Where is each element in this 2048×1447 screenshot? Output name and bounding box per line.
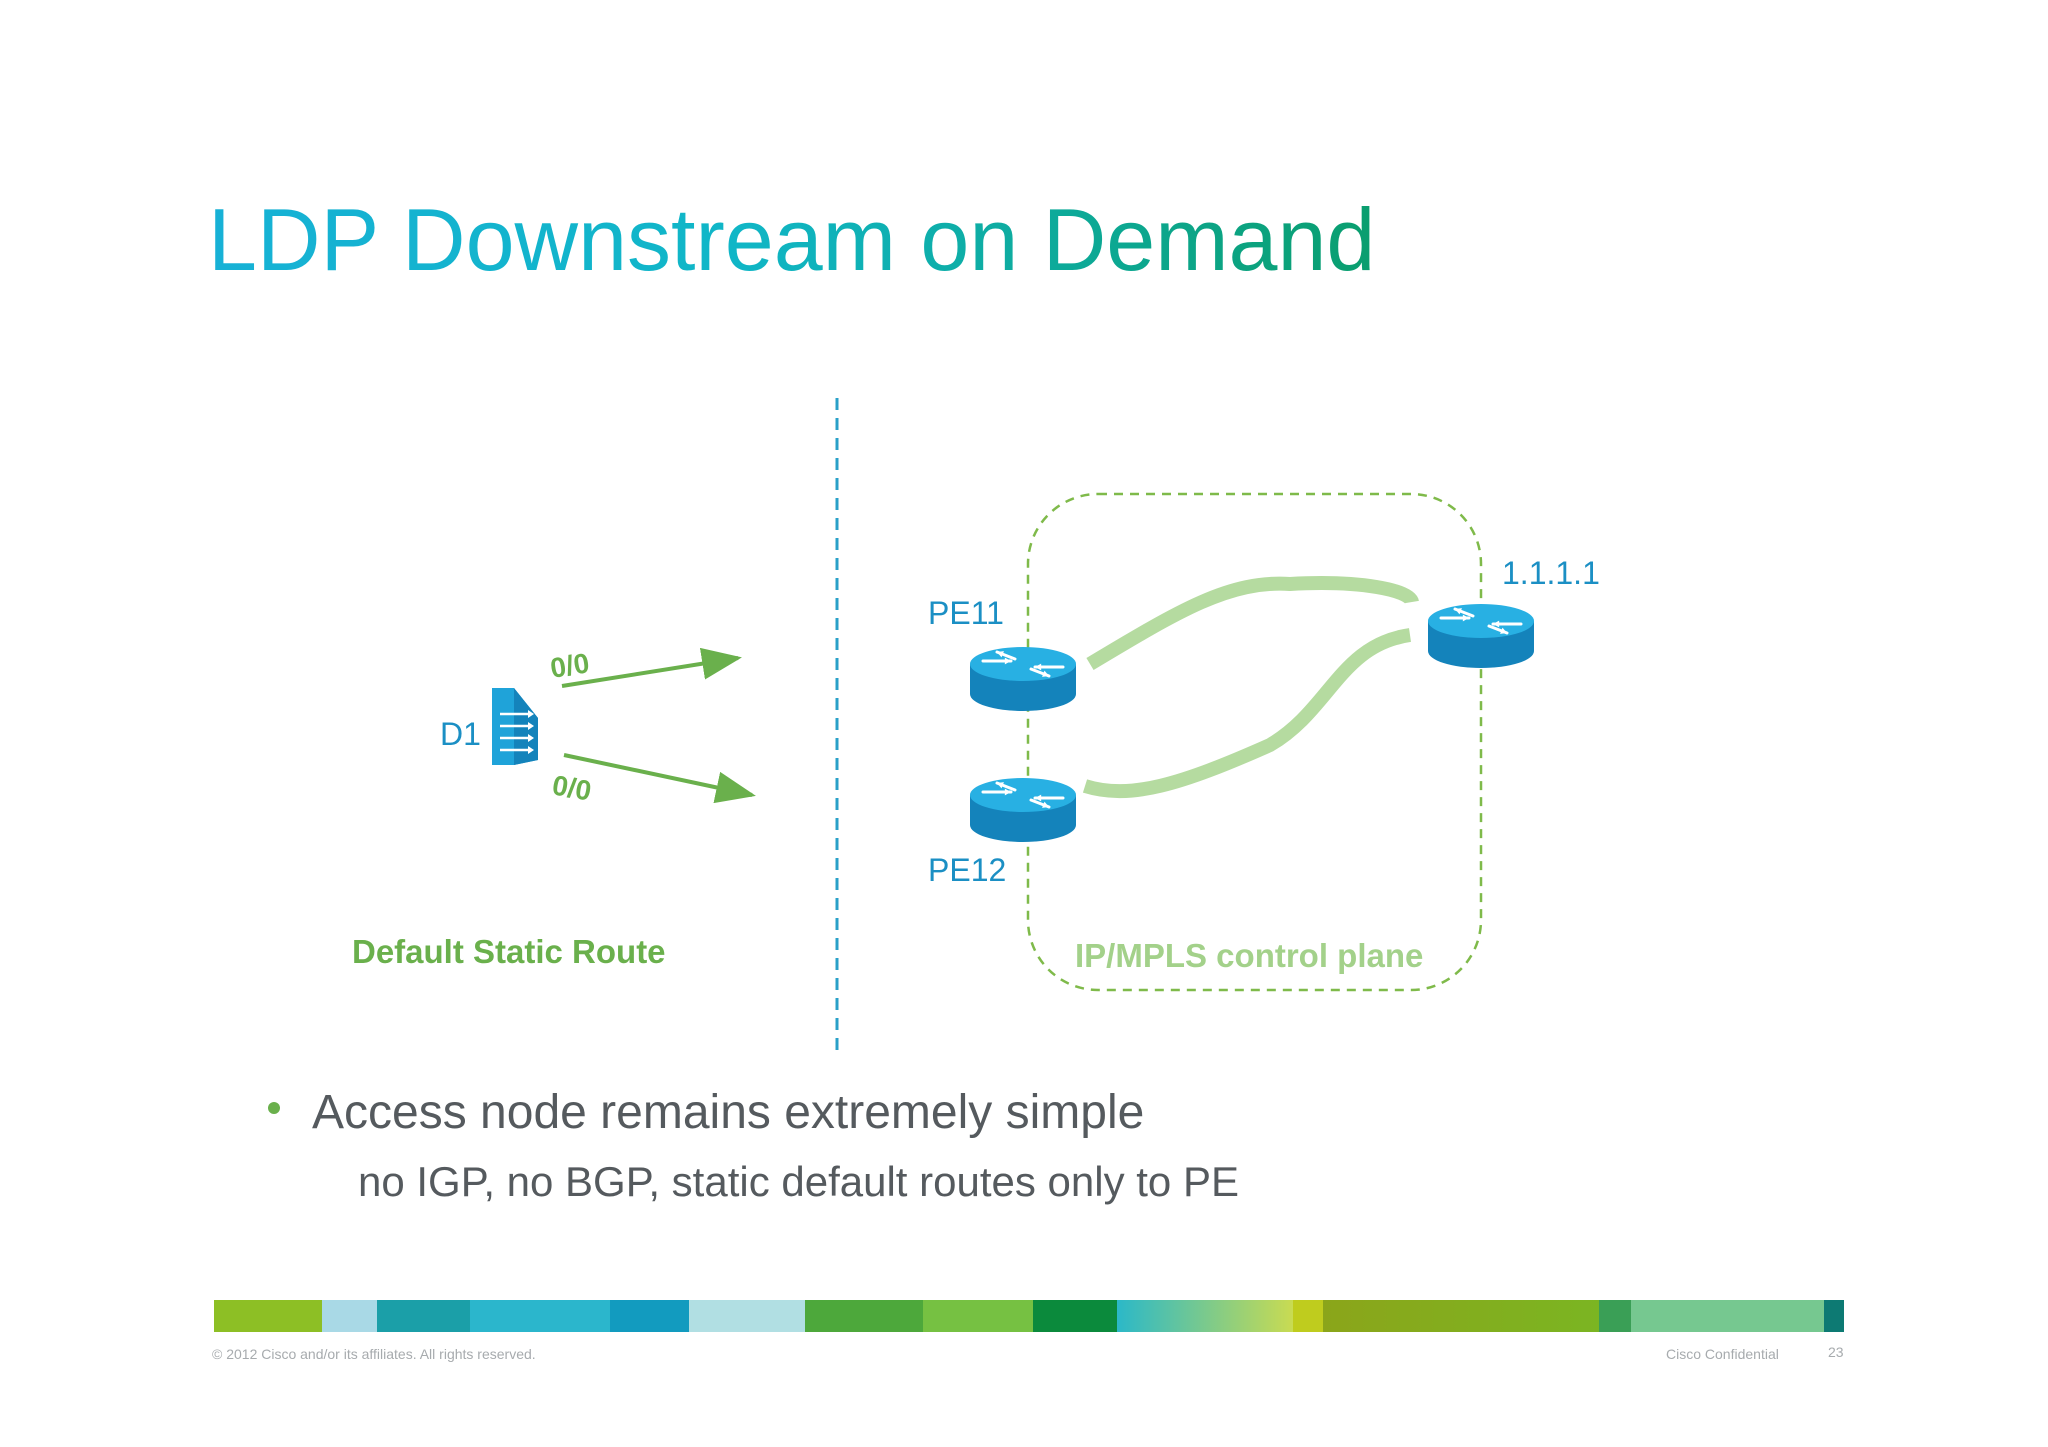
domain-caption: IP/MPLS control plane [1075,937,1423,974]
footer-copyright: © 2012 Cisco and/or its affiliates. All … [212,1346,536,1362]
router-label-core: 1.1.1.1 [1502,555,1600,591]
sub-bullet-text: no IGP, no BGP, static default routes on… [358,1158,1239,1205]
route-label-upper: 0/0 [548,647,591,684]
footer-page-number: 23 [1828,1344,1844,1360]
footer-confidential: Cisco Confidential [1666,1346,1779,1362]
router-icon [1428,604,1534,668]
bullet-text: Access node remains extremely simple [312,1086,1145,1139]
router-icon [970,647,1076,711]
route-label-lower: 0/0 [550,769,594,806]
route-arrow-lower [563,753,756,804]
link-pe11-to-core [1086,576,1419,671]
footer-color-bar [214,1300,1844,1332]
mpls-domain-boundary [1026,492,1483,992]
router-icon [970,778,1076,842]
left-caption: Default Static Route [352,933,666,970]
bullet-dot [268,1102,280,1114]
route-arrow-upper [561,647,742,688]
slide-title: LDP Downstream on Demand [208,190,1376,289]
router-label-pe12: PE12 [928,852,1006,888]
access-switch-icon [492,688,538,765]
router-label-pe11: PE11 [928,595,1004,631]
node-label-d1: D1 [440,716,481,752]
link-pe12-to-core [1082,628,1412,799]
